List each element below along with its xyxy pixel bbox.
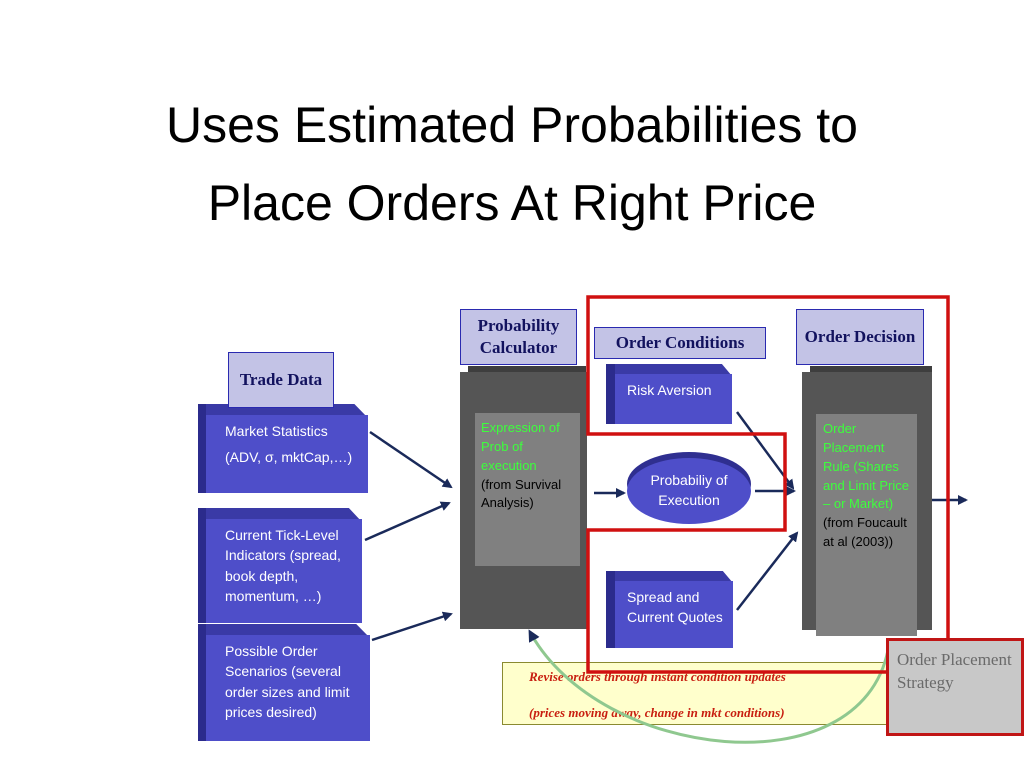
spread-quotes-side [606, 571, 615, 648]
market-statistics-face: Market Statistics (ADV, σ, mktCap,…) [205, 415, 368, 493]
probability-execution-node: Probabiliy of Execution [627, 452, 751, 524]
decision-source: (from Foucault at al (2003)) [823, 515, 907, 550]
order-scenarios-top [198, 624, 370, 638]
market-statistics-detail: (ADV, σ, mktCap,…) [225, 449, 353, 466]
risk-aversion-text: Risk Aversion [627, 382, 712, 398]
order-placement-strategy-text: Order Placement Strategy [897, 650, 1012, 692]
risk-aversion-face: Risk Aversion [614, 374, 732, 424]
decision-inner-panel: Order Placement Rule (Shares and Limit P… [816, 414, 917, 636]
order-placement-strategy-label: Order Placement Strategy [886, 638, 1024, 736]
tick-level-top [198, 508, 362, 522]
feedback-line2: (prices moving away, change in mkt condi… [529, 705, 785, 720]
order-scenarios-face: Possible Order Scenarios (several order … [205, 635, 370, 741]
market-statistics-label: Market Statistics [225, 423, 328, 439]
calculator-inner-panel: Expression of Prob of execution (from Su… [475, 413, 580, 566]
feedback-curve [528, 629, 890, 744]
slide-title-line1: Uses Estimated Probabilities to [166, 97, 858, 153]
tick-level-side [198, 508, 206, 623]
tick-level-face: Current Tick-Level Indicators (spread, b… [205, 519, 362, 623]
decision-top [810, 366, 932, 376]
market-statistics-side [198, 404, 206, 493]
tick-level-text: Current Tick-Level Indicators (spread, b… [225, 527, 341, 604]
risk-aversion-side [606, 364, 615, 424]
strategy-highlight-outline [586, 295, 950, 674]
arrow-scenarios-to-calculator [371, 611, 453, 642]
order-scenarios-side [198, 624, 206, 741]
calculator-source: (from Survival Analysis) [481, 476, 562, 511]
decision-rule: Order Placement Rule (Shares and Limit P… [823, 421, 909, 512]
slide-title-line2: Place Orders At Right Price [207, 175, 817, 231]
order-conditions-header: Order Conditions [594, 327, 766, 359]
probability-calculator-header-label: Probability Calculator [477, 315, 560, 357]
trade-data-header-label: Trade Data [239, 369, 323, 389]
arrow-spread-to-decision [736, 531, 799, 611]
order-decision-header: Order Decision [796, 309, 924, 365]
calculator-expression: Expression of Prob of execution [481, 420, 560, 473]
probability-calculator-header: Probability Calculator [460, 309, 577, 365]
spread-quotes-text: Spread and Current Quotes [627, 589, 723, 626]
order-decision-header-label: Order Decision [804, 326, 916, 346]
arrow-market-to-calculator [369, 430, 453, 489]
spread-quotes-top [606, 571, 733, 583]
spread-quotes-face: Spread and Current Quotes [614, 581, 733, 648]
calculator-top [468, 366, 586, 376]
risk-aversion-top [606, 364, 732, 376]
order-scenarios-text: Possible Order Scenarios (several order … [225, 643, 350, 720]
slide-title: Uses Estimated Probabilities to Place Or… [0, 86, 1024, 242]
order-conditions-header-label: Order Conditions [615, 332, 745, 352]
arrow-tick-to-calculator [364, 501, 451, 542]
trade-data-header: Trade Data [228, 352, 334, 408]
probability-execution-label: Probabiliy of Execution [650, 472, 728, 508]
